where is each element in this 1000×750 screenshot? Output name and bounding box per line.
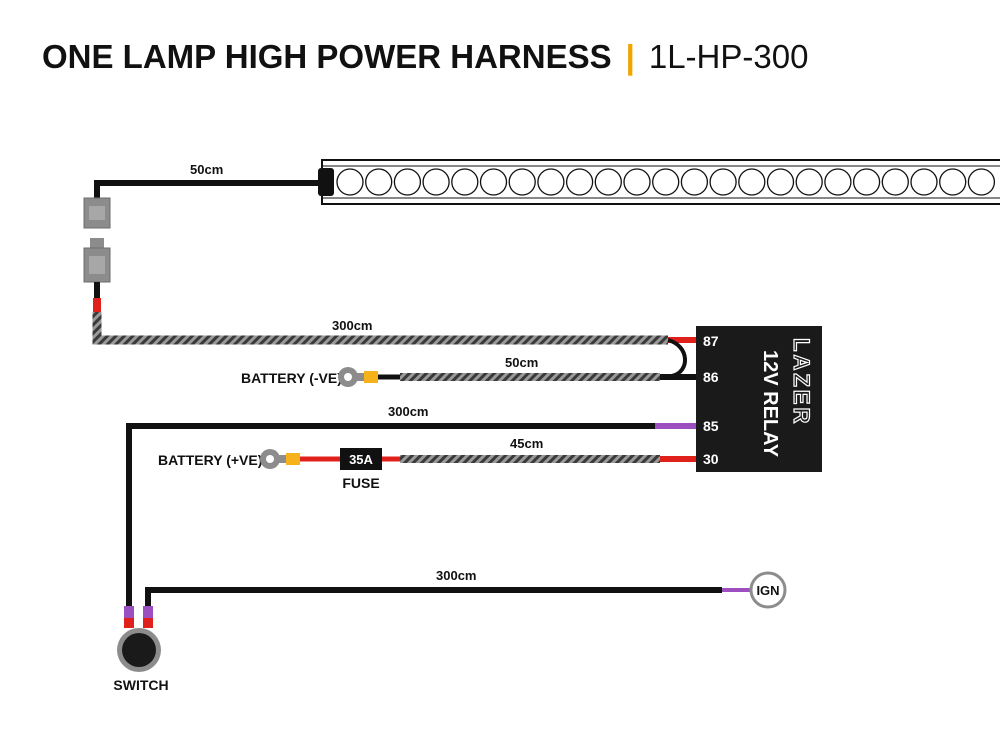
switch-wire-sleeve-right-upper — [143, 606, 153, 618]
switch-label: SWITCH — [113, 677, 168, 693]
battery-negative-crimp — [364, 371, 378, 383]
led-lens — [939, 168, 967, 196]
led-lens — [824, 168, 852, 196]
led-lens — [709, 168, 737, 196]
led-lens — [422, 168, 450, 196]
ignition-connector: IGN — [749, 571, 787, 609]
led-lens — [508, 168, 536, 196]
switch-lead-wire — [126, 423, 655, 606]
battery-positive-length: 45cm — [510, 436, 543, 451]
led-lens — [910, 168, 938, 196]
relay-label: 12V RELAY — [759, 350, 781, 458]
led-lens — [537, 168, 565, 196]
main-feed-length: 300cm — [332, 318, 372, 333]
ignition-label: IGN — [756, 583, 779, 598]
main-feed-wire — [92, 312, 668, 345]
battery-positive-label: BATTERY (+VE) — [158, 452, 262, 468]
led-lens — [766, 168, 795, 196]
model-number: 1L-HP-300 — [649, 38, 809, 75]
led-lens — [795, 168, 823, 196]
rocker-switch[interactable] — [117, 628, 161, 672]
led-lens — [652, 168, 680, 196]
led-row — [336, 168, 996, 196]
light-bar-end-cap — [318, 168, 334, 196]
switch-button[interactable] — [122, 633, 156, 667]
connector-positive-sleeve — [93, 298, 101, 312]
lamp-lead-wire — [94, 180, 322, 198]
led-lens — [365, 168, 393, 196]
switch-wire-sleeve-left-upper — [124, 606, 134, 618]
battery-negative-ring-terminal — [338, 367, 378, 387]
led-lens — [594, 168, 622, 196]
led-lens — [479, 168, 508, 196]
lamp-connector-female — [83, 197, 111, 229]
diagram-title: ONE LAMP HIGH POWER HARNESS | 1L-HP-300 — [42, 38, 808, 75]
battery-negative-label: BATTERY (-VE) — [241, 370, 342, 386]
led-lens — [451, 168, 479, 196]
relay-pin-86: 86 — [703, 369, 719, 385]
fuse-holder: 35A — [340, 448, 382, 470]
switch-lead-length: 300cm — [388, 404, 428, 419]
relay-pin-87: 87 — [703, 333, 719, 349]
led-lens — [336, 168, 364, 196]
ignition-lead-wire — [145, 587, 722, 606]
led-lens — [852, 168, 881, 196]
lamp-connector-male — [83, 238, 111, 283]
title-text: ONE LAMP HIGH POWER HARNESS — [42, 38, 612, 75]
battery-negative-length: 50cm — [505, 355, 538, 370]
led-lens — [881, 168, 909, 196]
led-lens — [393, 168, 422, 196]
led-lens — [680, 168, 709, 196]
relay-pin-85: 85 — [703, 418, 719, 434]
relay-jumper-wire — [667, 338, 687, 378]
lamp-lead-length: 50cm — [190, 162, 223, 177]
switch-wire-sleeve-right-lower — [143, 618, 153, 628]
led-lens — [967, 168, 996, 196]
switch-wire-sleeve-left-lower — [124, 618, 134, 628]
led-lens — [738, 168, 766, 196]
battery-positive-ring-terminal — [260, 449, 300, 469]
ignition-lead-length: 300cm — [436, 568, 476, 583]
light-bar — [318, 159, 1000, 205]
relay-pin-30: 30 — [703, 451, 719, 467]
fuse-rating: 35A — [349, 452, 373, 467]
led-lens — [623, 168, 651, 196]
relay: 87 86 85 30 12V RELAY LAZER — [696, 326, 822, 472]
title-separator: | — [626, 38, 635, 75]
relay-body — [696, 326, 822, 472]
fuse-label: FUSE — [342, 475, 379, 491]
battery-positive-crimp — [286, 453, 300, 465]
led-lens — [565, 168, 594, 196]
relay-brand-logo: LAZER — [789, 338, 814, 426]
